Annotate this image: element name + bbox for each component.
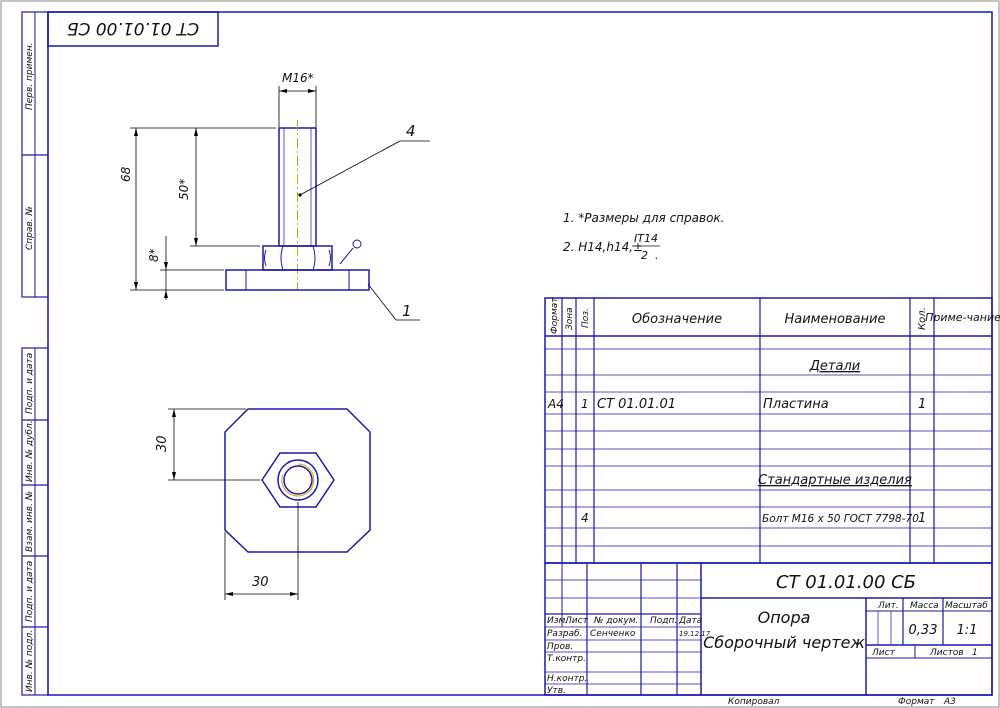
tb-role-razrab: Разраб. (547, 629, 582, 639)
tb-role-utv: Утв. (547, 686, 566, 696)
spec-row1-qty: 1 (918, 397, 926, 412)
tb-col-data: Дата (678, 616, 702, 626)
tb-scale-value: 1:1 (957, 623, 978, 638)
tb-col-podp: Подп. (650, 616, 677, 626)
note-line-2-prefix: 2. H14,h14,± (563, 240, 643, 254)
title-doc-code: СТ 01.01.00 СБ (776, 572, 916, 593)
tb-razrab-name: Сенченко (590, 629, 636, 639)
side-label-vzam: Взам. инв. № (25, 491, 35, 552)
footer: Копировал Формат А3 (728, 697, 956, 707)
leader-4: 4 (406, 122, 416, 140)
spec-section-details: Детали (809, 359, 860, 374)
tb-mass-value: 0,33 (909, 623, 938, 638)
spec-row1-format: А4 (547, 397, 564, 411)
tb-role-tkontr: Т.контр. (547, 654, 586, 664)
tb-scale-label: Масштаб (945, 601, 988, 611)
tb-sheets-label: Листов (929, 648, 964, 658)
spec-header-note: Приме-чание (925, 311, 1000, 324)
tb-sheets-value: 1 (972, 648, 978, 658)
side-label-perv: Перв. примен. (25, 42, 35, 110)
note-line-2-num: IT14 (634, 232, 658, 245)
tb-role-nkontr: Н.контр. (547, 674, 587, 684)
spec-row1-pos: 1 (581, 397, 589, 411)
spec-row2-pos: 4 (581, 511, 589, 525)
spec-row2-qty: 1 (918, 511, 926, 526)
dim-8: 8* (147, 248, 161, 262)
tb-col-list: Лист (564, 616, 589, 626)
spec-header-format: Формат (550, 297, 560, 334)
spec-table: Формат Зона Поз. Обозначение Наименовани… (544, 297, 1000, 564)
side-label-podl: Инв. № подл. (25, 630, 35, 692)
dim-68: 68 (119, 166, 133, 182)
footer-copied: Копировал (728, 697, 780, 707)
side-label-podp1: Подп. и дата (25, 353, 35, 414)
title-block: СТ 01.01.00 СБ Опора Сборочный чертеж Из… (544, 562, 993, 696)
note-line-2-den: 2 (641, 249, 648, 262)
side-label-sprav: Справ. № (25, 206, 35, 250)
technical-notes: 1. *Размеры для справок. 2. H14,h14,± IT… (563, 211, 724, 262)
tb-lit-label: Лит. (877, 601, 899, 611)
spec-header-designation: Обозначение (632, 312, 722, 327)
dim-m16: M16* (282, 71, 314, 85)
tb-role-prov: Пров. (547, 642, 573, 652)
dim-50: 50* (177, 179, 191, 200)
top-stamp-code: СТ 01.01.00 СБ (67, 18, 199, 38)
tb-col-ndoc: № докум. (593, 616, 638, 626)
tb-sheet-label: Лист (871, 648, 896, 658)
spec-header-name: Наименование (784, 312, 885, 327)
tb-mass-label: Масса (910, 601, 939, 611)
left-strip: Перв. примен. Справ. № Подп. и дата Инв.… (21, 11, 49, 696)
footer-format-label: Формат (898, 697, 935, 707)
plate-top (224, 408, 371, 553)
spec-row1-designation: СТ 01.01.01 (597, 397, 676, 412)
hex-head (261, 452, 335, 508)
side-label-dubl: Инв. № дубл. (25, 420, 35, 482)
spec-row2-name: Болт М16 х 50 ГОСТ 7798-70 (762, 513, 919, 525)
spec-row1-name: Пластина (763, 397, 829, 412)
front-view: M16* 68 50* 8* 4 1 (119, 71, 430, 321)
spec-header-zone: Зона (565, 307, 575, 330)
top-stamp: СТ 01.01.00 СБ (47, 11, 219, 47)
note-line-2-suffix: . (655, 249, 659, 262)
footer-format-value: А3 (943, 697, 956, 707)
spec-section-standard: Стандартные изделия (758, 473, 912, 488)
top-view: 30 30 (155, 408, 371, 600)
spec-header-pos: Поз. (581, 308, 591, 328)
tb-razrab-date: 19.12.17 (679, 630, 711, 638)
side-label-podp2: Подп. и дата (25, 561, 35, 622)
tb-col-izm: Изм. (547, 616, 568, 626)
plate (225, 269, 370, 291)
spec-header-qty: Кол. (917, 307, 928, 330)
dim-30-horizontal: 30 (252, 575, 269, 590)
title-line-2: Сборочный чертеж (703, 633, 865, 652)
dim-30-vertical: 30 (155, 435, 170, 452)
leader-1: 1 (402, 302, 412, 320)
note-line-1: 1. *Размеры для справок. (563, 211, 724, 225)
title-line-1: Опора (758, 608, 811, 627)
